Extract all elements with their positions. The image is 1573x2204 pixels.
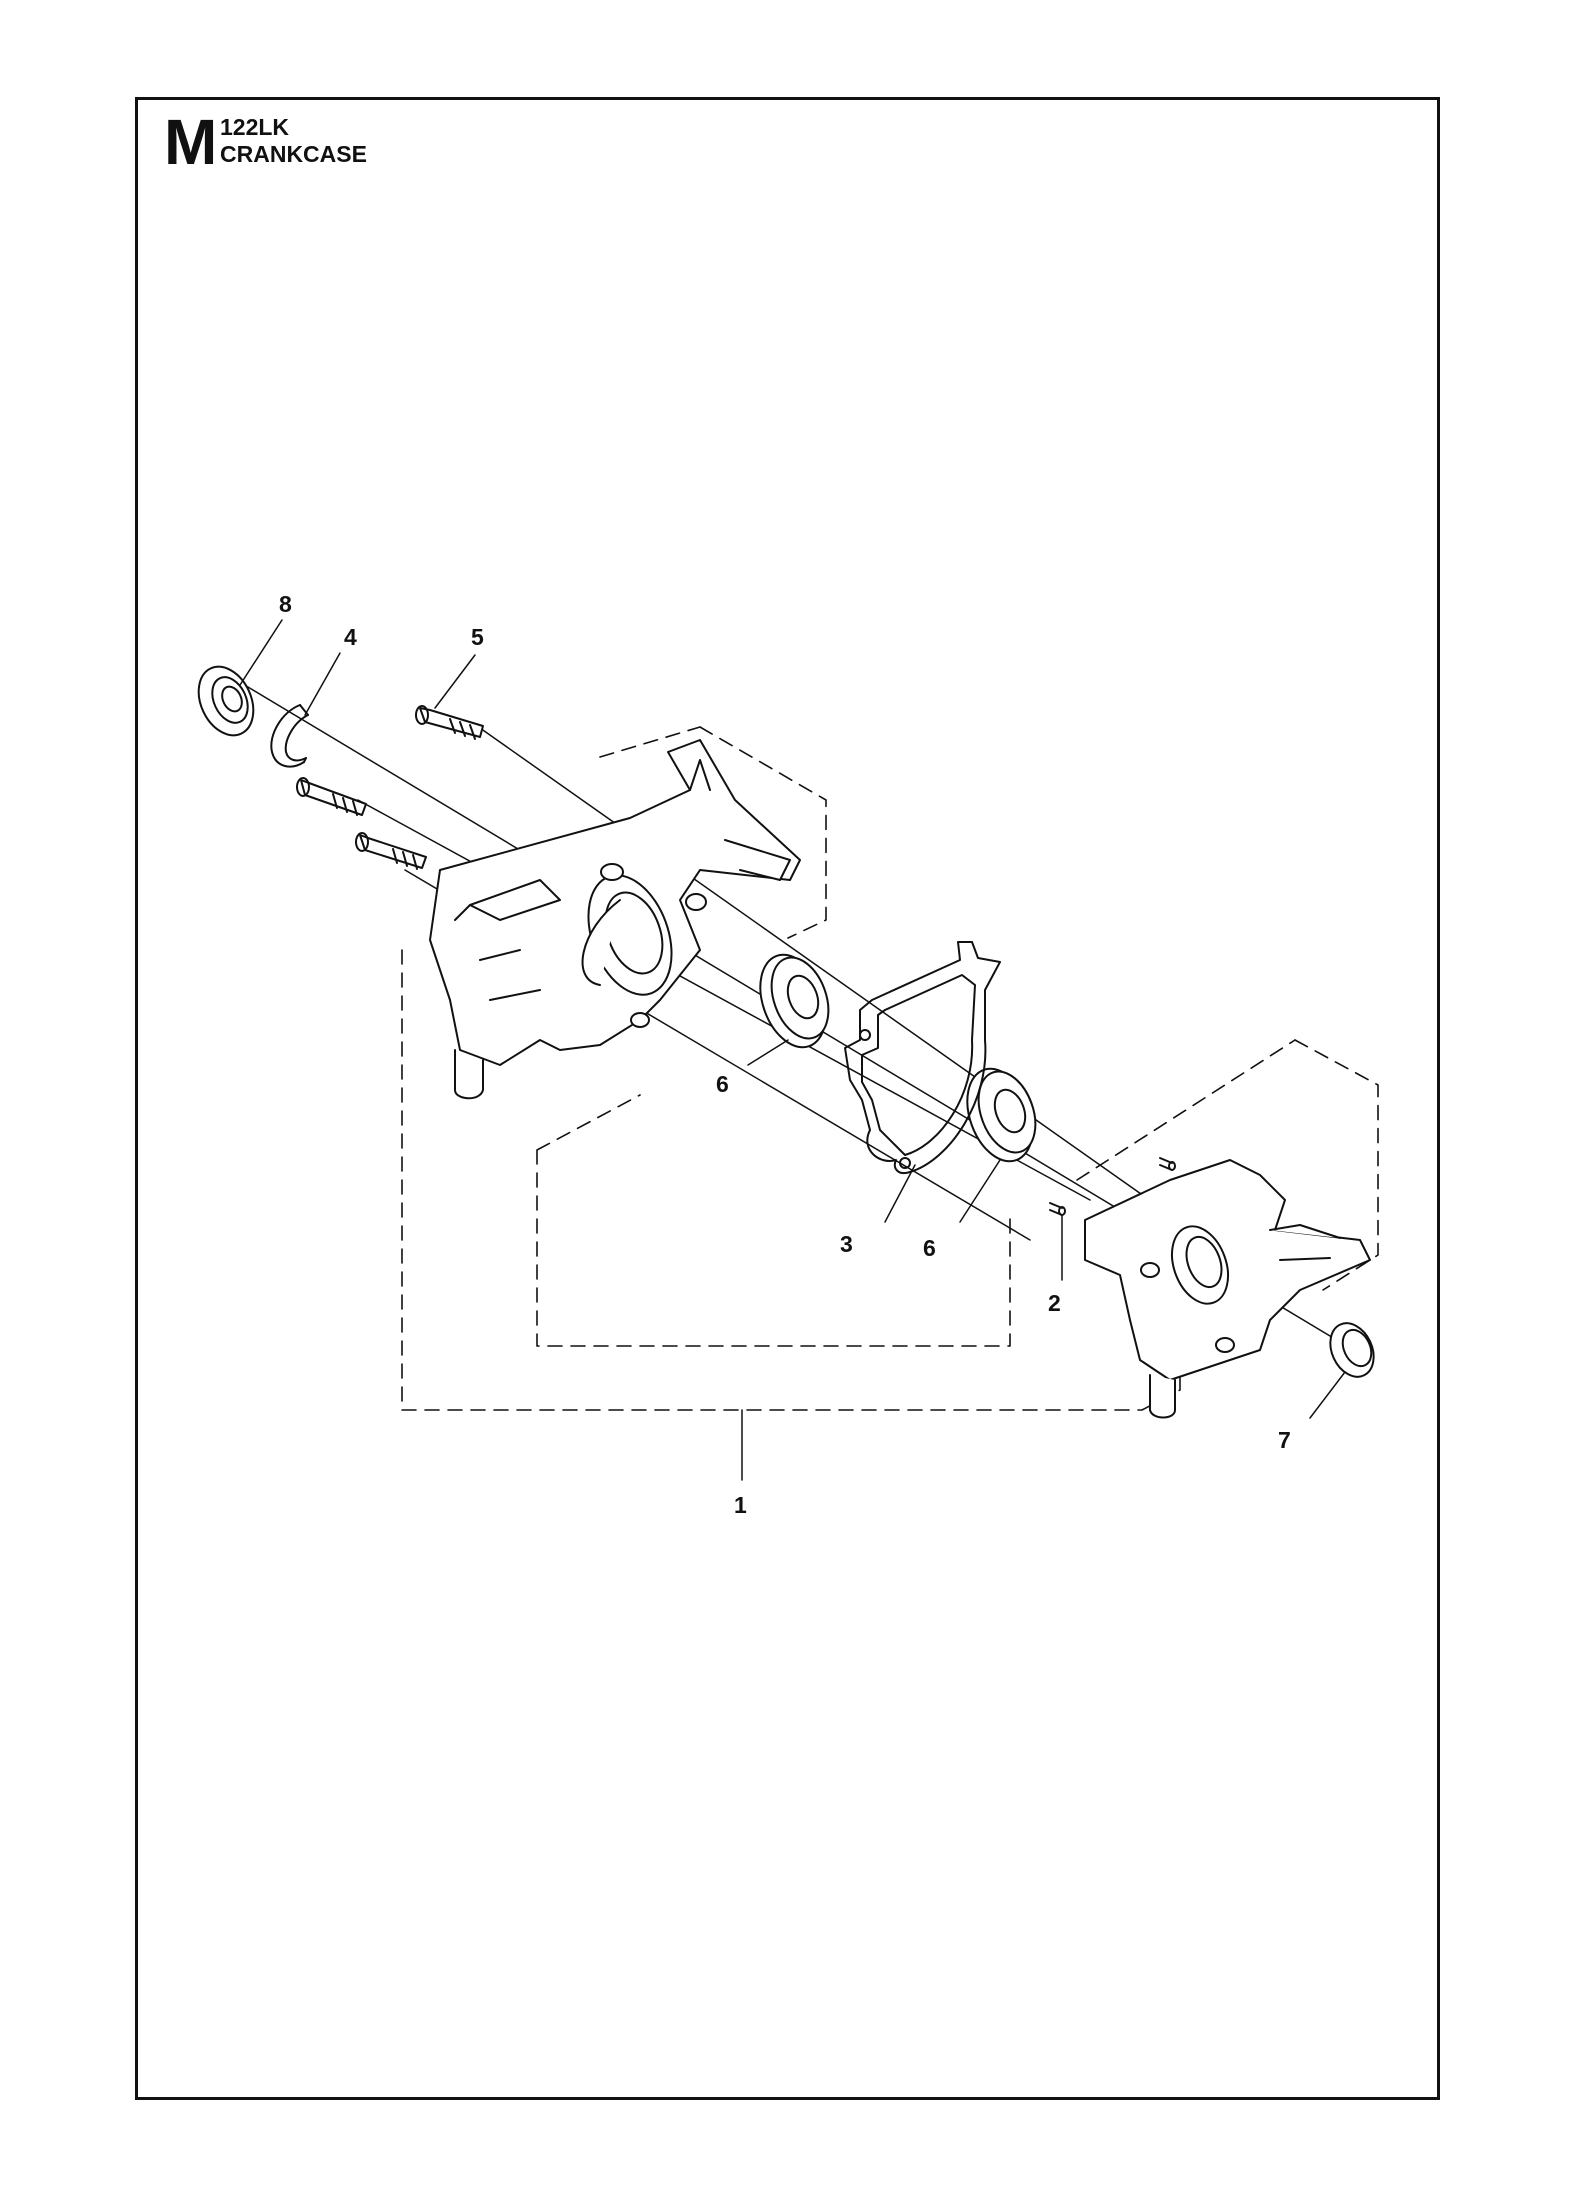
section-letter: M <box>164 106 218 178</box>
bearing-part-6-a <box>759 953 830 1049</box>
seal-part-7 <box>1329 1322 1375 1378</box>
callout-2: 2 <box>1048 1290 1061 1316</box>
callout-4: 4 <box>344 624 357 650</box>
callout-5: 5 <box>471 624 484 650</box>
page-frame <box>135 97 1440 2100</box>
screw-part-5 <box>415 705 484 740</box>
pin-part-2-a <box>1049 1202 1066 1216</box>
callout-3: 3 <box>840 1231 853 1257</box>
screw-part-5-b <box>296 777 367 816</box>
page-title: CRANKCASE <box>220 141 367 167</box>
callout-6-right: 6 <box>923 1235 936 1261</box>
dashed-group-outlines <box>401 726 1379 1411</box>
callout-8: 8 <box>279 591 292 617</box>
model-name: 122LK <box>220 114 290 140</box>
callout-1: 1 <box>734 1492 747 1518</box>
gasket-part-3 <box>844 941 1001 1174</box>
callout-7: 7 <box>1278 1427 1291 1453</box>
seal-part-8 <box>197 665 255 737</box>
pin-part-2-b <box>1159 1157 1176 1171</box>
crankcase-half-left <box>429 739 801 1100</box>
crankcase-half-right <box>1084 1159 1371 1419</box>
leader-lines <box>239 619 1346 1481</box>
screw-part-5-c <box>355 832 427 870</box>
bearing-part-6-b <box>966 1067 1037 1163</box>
circlip-part-4 <box>270 704 309 768</box>
callout-6-left: 6 <box>716 1071 729 1097</box>
